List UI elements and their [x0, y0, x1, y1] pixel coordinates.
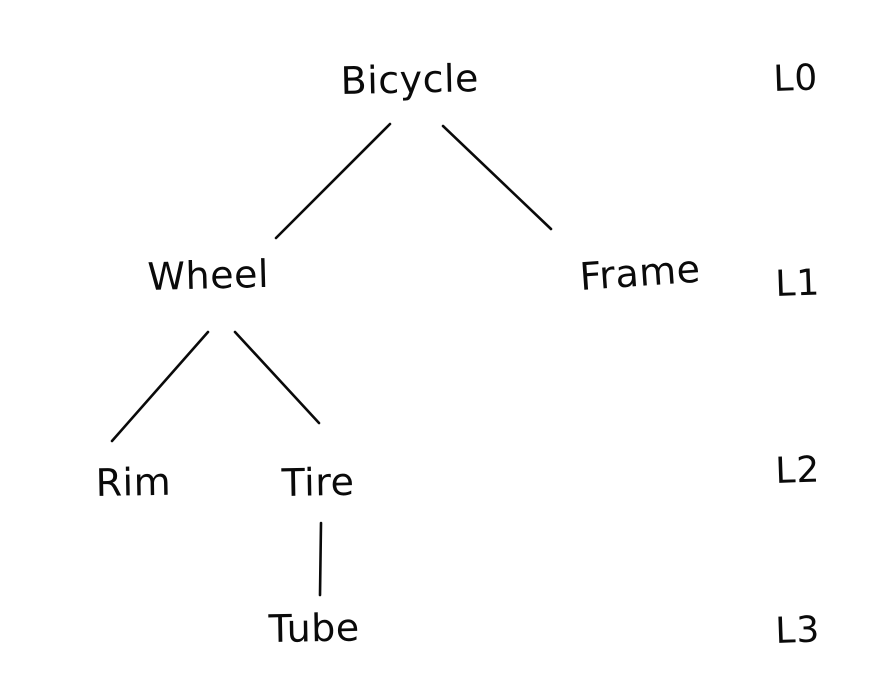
tree-edge-bicycle-frame: [441, 124, 553, 231]
tree-node-bicycle[interactable]: Bicycle: [340, 56, 480, 103]
tree-edge-wheel-tire: [233, 330, 321, 425]
tree-node-tube[interactable]: Tube: [268, 605, 361, 651]
level-label-l3: L3: [774, 609, 822, 652]
level-label-l1: L1: [774, 262, 822, 305]
tree-node-rim[interactable]: Rim: [95, 459, 172, 505]
tree-node-wheel[interactable]: Wheel: [146, 251, 270, 299]
tree-edge-bicycle-wheel: [274, 122, 392, 240]
level-label-l0: L0: [772, 57, 820, 100]
tree-node-frame[interactable]: Frame: [578, 246, 702, 299]
tree-edge-wheel-rim: [110, 330, 210, 443]
tree-node-tire[interactable]: Tire: [281, 459, 355, 505]
tree-edges: [110, 122, 553, 597]
tree-edge-tire-tube: [318, 521, 323, 597]
level-label-l2: L2: [774, 449, 822, 492]
